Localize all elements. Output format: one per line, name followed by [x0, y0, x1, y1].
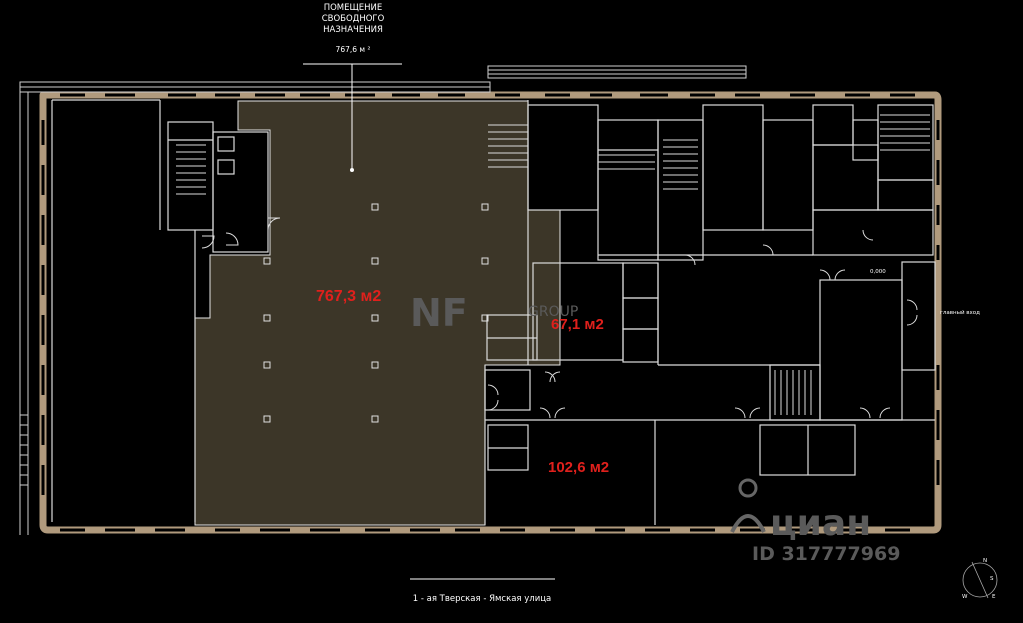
- interior-walls: [51, 99, 936, 525]
- cian-id-watermark: ID 317777969: [752, 543, 900, 565]
- group-logo-watermark: GROUP: [528, 304, 578, 320]
- header-area: 767,6 м ²: [336, 45, 371, 54]
- window-openings: [41, 93, 940, 532]
- cian-watermark: [730, 478, 766, 533]
- doors: [201, 217, 918, 419]
- area-label-main: 767,3 м2: [316, 288, 381, 305]
- nf-logo-watermark: NF: [410, 291, 468, 335]
- highlight-zone-main: [194, 100, 561, 526]
- compass-e: E: [992, 594, 996, 600]
- outer-walls: [39, 91, 942, 534]
- main-entrance-label: главный вход: [940, 309, 980, 316]
- header-line-1: ПОМЕЩЕНИЕ: [324, 3, 383, 13]
- compass-n: N: [983, 558, 987, 564]
- header-line-3: НАЗНАЧЕНИЯ: [323, 25, 383, 35]
- street-label: 1 - ая Тверская - Ямская улица: [413, 594, 551, 604]
- side-stair-left: [20, 414, 28, 486]
- cian-watermark-text: циан: [770, 503, 871, 544]
- compass-s: S: [990, 576, 994, 582]
- stairs: [176, 114, 930, 415]
- ramp: [19, 65, 747, 535]
- columns: [263, 203, 489, 423]
- area-label-middle: 67,1 м2: [551, 316, 604, 333]
- compass-w: W: [962, 594, 968, 600]
- area-label-bottom: 102,6 м2: [548, 459, 609, 476]
- compass-icon: [962, 561, 998, 599]
- level-label: 0,000: [870, 269, 886, 275]
- leader-dot: [350, 168, 354, 172]
- header-line-2: СВОБОДНОГО: [322, 14, 385, 24]
